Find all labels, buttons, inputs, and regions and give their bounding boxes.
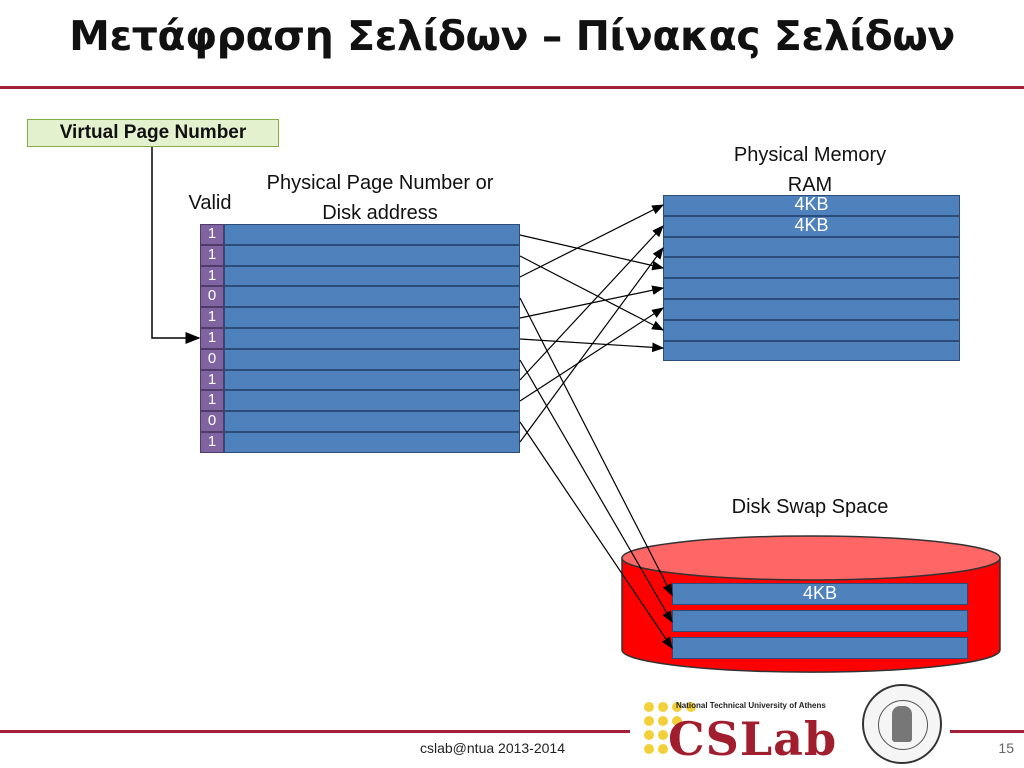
valid-bit-cell: 1 (200, 390, 224, 412)
footer-text: cslab@ntua 2013-2014 (420, 740, 565, 756)
ppn-label: Physical Page Number or Disk address (240, 168, 520, 228)
page-table-row (224, 411, 520, 432)
page-table-row (224, 390, 520, 412)
ntua-seal-icon (862, 684, 942, 764)
page-table-row (224, 265, 520, 287)
valid-bit-cell: 1 (200, 224, 224, 245)
page-table-row (224, 328, 520, 349)
page-table-row (224, 348, 520, 370)
valid-bit-cell: 1 (200, 244, 224, 266)
page-table-row (224, 224, 520, 245)
physical-memory-label-line1: Physical Memory (733, 144, 887, 166)
virtual-page-number-box: Virtual Page Number (27, 119, 279, 147)
title-rule (0, 86, 1024, 89)
memory-frame: 4KB (663, 195, 960, 216)
footer-rule-right (950, 730, 1024, 733)
physical-memory-label-line2: RAM (787, 174, 833, 196)
page-table-row (224, 307, 520, 328)
valid-label: Valid (188, 192, 232, 214)
valid-bit-cell: 1 (200, 307, 224, 328)
valid-bit-cell: 1 (200, 328, 224, 349)
valid-bit-cell: 1 (200, 265, 224, 287)
disk-block: 4KB (672, 583, 968, 605)
physical-memory-label: Physical Memory RAM (690, 140, 930, 200)
table-to-memory-arrows (519, 204, 665, 443)
valid-bit-cell: 0 (200, 286, 224, 308)
valid-bit-cell: 1 (200, 369, 224, 391)
page-table-row (224, 369, 520, 391)
ppn-label-line2: Disk address (322, 202, 438, 224)
disk-swap-label: Disk Swap Space (731, 496, 889, 518)
valid-bit-cell: 0 (200, 411, 224, 432)
cslab-logo: CSLab (668, 712, 838, 766)
page-table-row (224, 244, 520, 266)
valid-bit-cell: 0 (200, 348, 224, 370)
memory-frame: 4KB (663, 215, 960, 237)
slide-title: Μετάφραση Σελίδων – Πίνακας Σελίδων (69, 12, 955, 60)
footer-rule-left (0, 730, 630, 733)
memory-frame (663, 236, 960, 258)
vpn-arrow (151, 147, 201, 344)
valid-bit-cell: 1 (200, 432, 224, 453)
ppn-label-line1: Physical Page Number or (266, 172, 494, 194)
table-to-disk-arrows (519, 297, 673, 649)
page-table-row (224, 432, 520, 453)
cslab-logo-dots (642, 698, 696, 756)
page-table-row (224, 286, 520, 308)
page-number: 15 (998, 740, 1014, 756)
cslab-logo-subtitle: National Technical University of Athens (676, 701, 826, 710)
